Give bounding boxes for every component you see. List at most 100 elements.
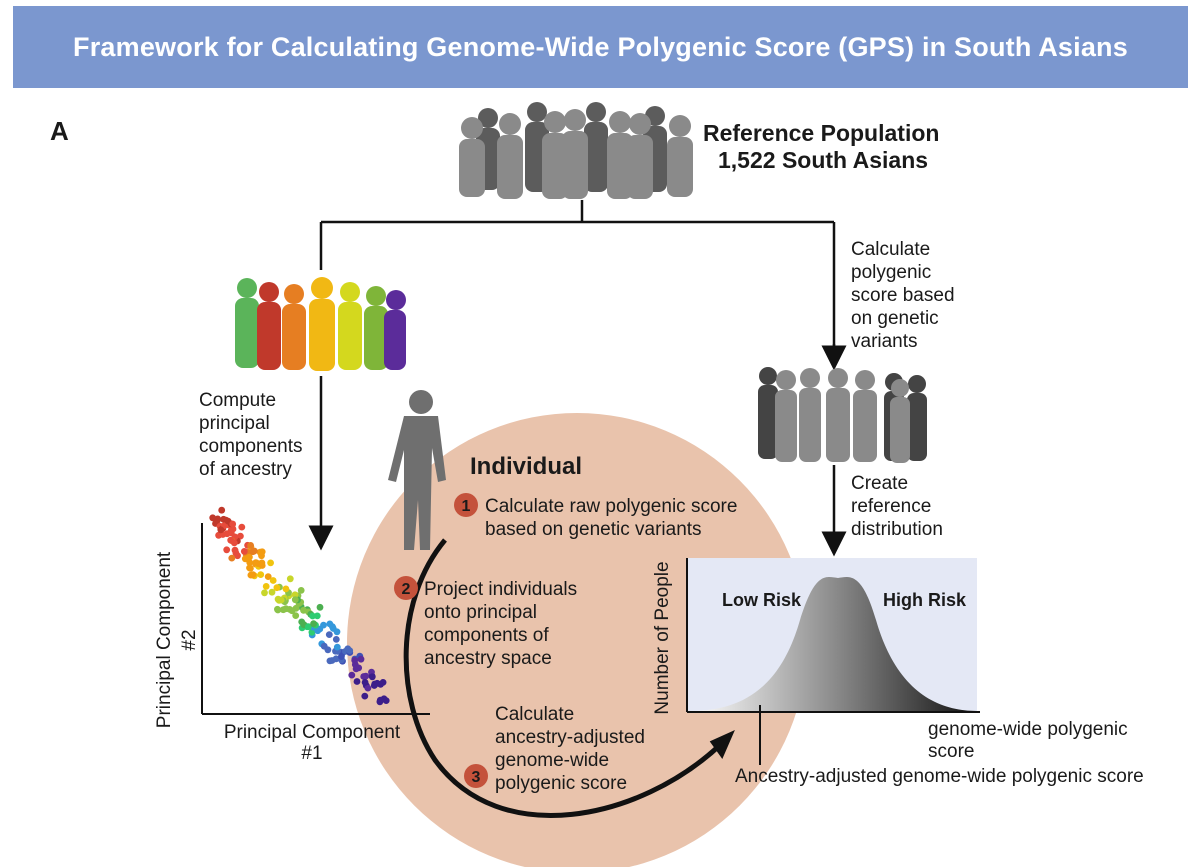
pca-point <box>353 678 361 685</box>
pca-point <box>326 620 334 628</box>
pca-point <box>376 696 384 704</box>
pca-point <box>297 587 305 594</box>
pca-point <box>309 612 316 620</box>
pca-point <box>368 673 376 681</box>
step-line: genome-wide <box>495 750 609 771</box>
pca-point <box>291 596 299 604</box>
step-2: 2 Project individuals onto principal com… <box>394 576 577 669</box>
pca-point <box>249 571 257 579</box>
right-branch-line: Calculate <box>851 239 930 260</box>
pca-point <box>338 653 345 660</box>
pca-point <box>371 680 379 688</box>
right-branch-line: variants <box>851 331 918 352</box>
left-branch-line: of ancestry <box>199 459 292 480</box>
right-branch-line: on genetic <box>851 308 939 329</box>
pca-point <box>305 623 312 631</box>
bell-curve <box>690 576 977 711</box>
left-branch-line: principal <box>199 413 270 434</box>
pca-point <box>314 627 322 635</box>
step-line: polygenic score <box>495 773 627 794</box>
step-line: Project individuals <box>424 579 577 600</box>
pca-point <box>324 646 332 654</box>
pca-point <box>234 552 241 560</box>
step-badge <box>464 764 488 788</box>
pca-point <box>223 546 231 554</box>
pca-plot: Principal Component #2 Principal Compone… <box>154 506 430 764</box>
step-line: ancestry space <box>424 648 552 669</box>
pca-point <box>269 577 277 584</box>
step-number: 2 <box>402 581 411 598</box>
right-branch-line: polygenic <box>851 262 931 283</box>
individual-title: Individual <box>470 453 582 480</box>
step-1: 1 Calculate raw polygenic score based on… <box>454 493 737 540</box>
pca-point <box>218 506 226 514</box>
tree-connector <box>319 200 836 356</box>
right-branch-bottom-line: reference <box>851 496 931 517</box>
pca-point <box>268 588 276 596</box>
pca-point <box>264 573 272 580</box>
pca-point <box>238 523 246 531</box>
pca-point <box>364 684 372 692</box>
pca-point <box>209 514 217 522</box>
low-risk-label: Low Risk <box>722 590 802 610</box>
step-line: Calculate raw polygenic score <box>485 496 737 517</box>
pca-point <box>313 612 321 620</box>
ancestry-crowd-icon <box>235 277 406 371</box>
pca-point <box>258 562 266 569</box>
pca-point <box>320 621 327 629</box>
step-3: 3 Calculate ancestry-adjusted genome-wid… <box>464 704 645 794</box>
reference-crowd-icon <box>459 102 693 199</box>
title-banner: Framework for Calculating Genome-Wide Po… <box>13 6 1188 88</box>
step-line: based on genetic variants <box>485 519 702 540</box>
dist-ylabel: Number of People <box>652 561 673 714</box>
pca-point <box>273 584 281 592</box>
process-arrow-head <box>709 730 735 760</box>
pca-point <box>332 636 340 643</box>
pca-xlabel: Principal Component <box>224 722 401 743</box>
pca-point <box>282 585 290 593</box>
individual-circle <box>347 413 807 867</box>
pca-ylabel: Principal Component <box>154 551 175 728</box>
pca-point <box>348 671 356 679</box>
right-branch-bottom-line: Create <box>851 473 908 494</box>
step-line: components of <box>424 625 549 646</box>
right-branch-bottom-line: distribution <box>851 519 943 540</box>
pca-point <box>240 548 248 555</box>
pca-point <box>228 554 236 562</box>
pca-point <box>237 532 244 540</box>
right-branch-top-label: Calculate polygenic score based on genet… <box>851 239 955 352</box>
pca-point <box>229 520 237 528</box>
page-title: Framework for Calculating Genome-Wide Po… <box>73 31 1128 62</box>
pca-point <box>258 552 265 560</box>
pca-point <box>217 526 225 534</box>
pca-point <box>332 655 340 663</box>
right-branch-bottom-label: Create reference distribution <box>851 473 943 540</box>
pca-point <box>252 559 260 566</box>
step-line: onto principal <box>424 602 537 623</box>
process-arrow <box>403 538 722 818</box>
pca-point <box>277 596 285 604</box>
pca-point <box>361 692 369 700</box>
pca-point <box>361 679 369 686</box>
pca-point <box>261 589 268 597</box>
pca-point <box>282 605 290 613</box>
panel-label: A <box>50 116 69 146</box>
pca-xlabel: #1 <box>301 743 322 764</box>
pca-point <box>229 525 237 533</box>
pca-ylabel: #2 <box>179 629 200 650</box>
pca-point <box>379 679 387 686</box>
reference-count: 1,522 South Asians <box>718 147 928 173</box>
pca-point <box>249 548 257 556</box>
step-line: Calculate <box>495 704 574 725</box>
pca-point <box>362 672 370 680</box>
pca-point <box>247 565 254 572</box>
reference-distribution-crowd-icon <box>758 367 927 463</box>
pca-point <box>267 559 274 567</box>
pca-point <box>247 542 255 549</box>
left-branch-label: Compute principal components of ancestry <box>199 390 303 480</box>
step-badge <box>394 576 418 600</box>
step-badge <box>454 493 478 517</box>
pca-point <box>257 571 265 578</box>
pca-point <box>382 697 390 704</box>
